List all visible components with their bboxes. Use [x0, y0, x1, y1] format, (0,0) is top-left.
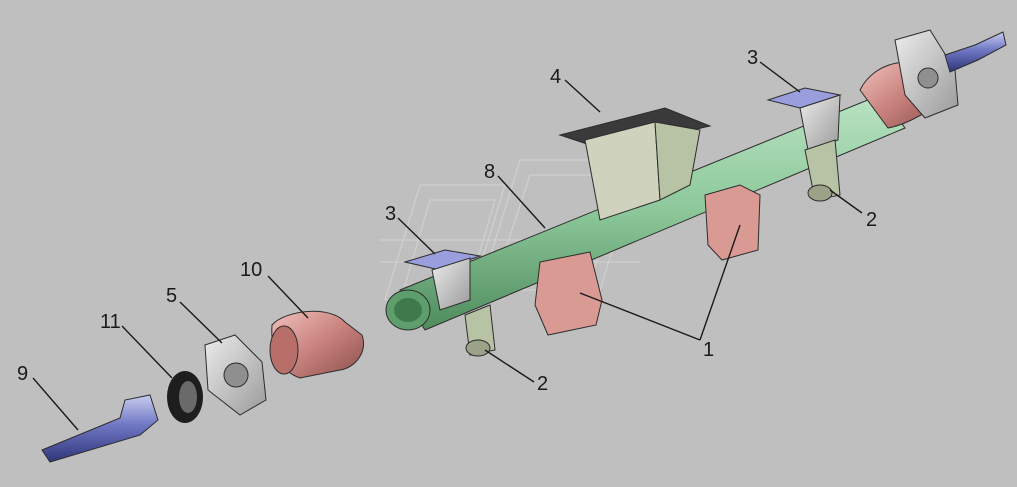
callout-8: 8	[484, 161, 495, 183]
axle-beam	[385, 94, 906, 331]
hub-sleeve-10	[269, 310, 364, 379]
lower-bracket-2-right	[804, 139, 841, 202]
callout-3-left: 3	[385, 203, 396, 225]
lower-bracket-2-left	[464, 304, 496, 357]
seal-ring-11	[167, 371, 203, 423]
bracket-3-right	[766, 87, 842, 151]
leader-lines	[32, 61, 863, 431]
right-flange	[894, 29, 959, 119]
callout-9: 9	[17, 363, 28, 385]
callout-1: 1	[703, 339, 714, 361]
flange-5	[204, 334, 267, 416]
callout-2-right: 2	[866, 209, 877, 231]
callout-11: 11	[100, 311, 121, 333]
right-spindle	[944, 31, 1007, 73]
callout-10: 10	[240, 259, 262, 281]
bracket-3-left	[403, 249, 482, 311]
pad-1-left	[534, 251, 603, 336]
callout-5: 5	[166, 285, 177, 307]
pad-1-right	[704, 184, 761, 261]
top-plate-4	[558, 107, 712, 221]
callout-4: 4	[550, 66, 561, 88]
callout-3-right: 3	[747, 47, 758, 69]
callout-2-left: 2	[537, 373, 548, 395]
spindle-9	[41, 394, 159, 463]
